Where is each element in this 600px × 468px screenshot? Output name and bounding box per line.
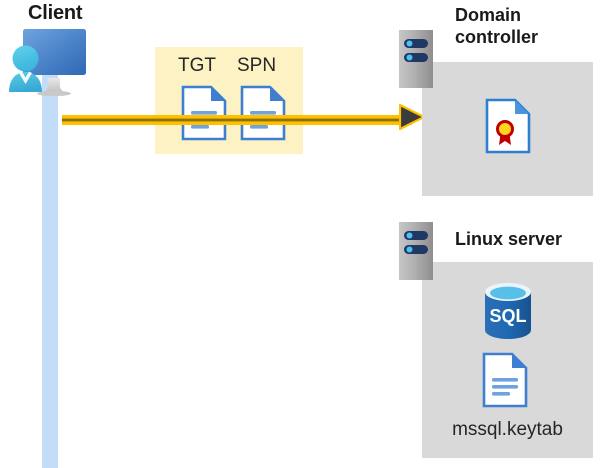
linux-server-title: Linux server bbox=[455, 229, 563, 249]
client-lifeline bbox=[42, 60, 58, 468]
spn-document-icon bbox=[240, 85, 286, 146]
certificate-icon bbox=[485, 98, 531, 159]
domain-controller-server-tower-icon bbox=[399, 30, 433, 88]
domain-controller-title: Domain controller bbox=[455, 5, 539, 47]
spn-label: SPN bbox=[237, 55, 277, 76]
flow-arrow-head-icon bbox=[398, 103, 427, 131]
linux-server-server-tower-icon bbox=[399, 222, 433, 280]
sql-database-icon: SQL bbox=[479, 280, 537, 347]
user-computer-icon bbox=[4, 26, 98, 102]
flow-arrow-line bbox=[62, 112, 412, 125]
tgt-label: TGT bbox=[178, 55, 216, 76]
client-title: Client bbox=[28, 2, 83, 24]
keytab-document-icon bbox=[482, 352, 528, 413]
sql-icon-text: SQL bbox=[489, 306, 526, 326]
keytab-filename-label: mssql.keytab bbox=[452, 419, 563, 440]
